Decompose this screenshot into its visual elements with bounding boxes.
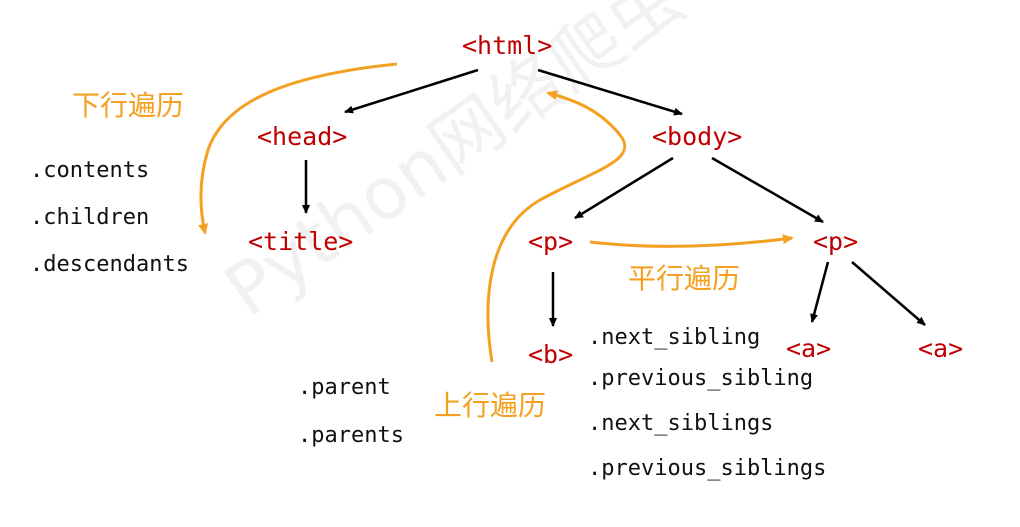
node-head: <head> [257,122,348,151]
prop-parent: .parent [298,375,391,400]
edge-body-p2 [711,156,824,224]
node-p-right: <p> [813,227,859,256]
edge-p2-a1 [810,261,830,323]
prop-next-siblings: .next_siblings [588,411,774,436]
edge-html-body [537,68,683,116]
down-traversal-curve [198,62,398,235]
prop-next-sibling: .next_sibling [588,325,761,350]
prop-contents: .contents [30,158,150,183]
node-a-left: <a> [786,334,832,363]
prop-children: .children [30,205,150,230]
node-b: <b> [528,340,574,369]
prop-previous-sibling: .previous_sibling [588,366,814,391]
edge-p2-a2 [851,261,926,326]
edge-body-p1 [574,156,674,220]
prop-previous-siblings: .previous_siblings [588,456,827,481]
label-up-traversal: 上行遍历 [434,389,547,422]
edge-html-head [344,68,479,114]
node-body: <body> [652,122,743,151]
parallel-traversal-curve [589,234,794,248]
node-html: <html> [462,31,553,60]
label-parallel-traversal: 平行遍历 [628,262,741,295]
up-traversal-curve [486,90,627,363]
node-p-left: <p> [528,227,574,256]
node-a-right: <a> [918,334,964,363]
prop-parents: .parents [298,423,404,448]
node-title: <title> [248,227,354,256]
prop-descendants: .descendants [30,252,189,277]
label-down-traversal: 下行遍历 [72,89,185,122]
